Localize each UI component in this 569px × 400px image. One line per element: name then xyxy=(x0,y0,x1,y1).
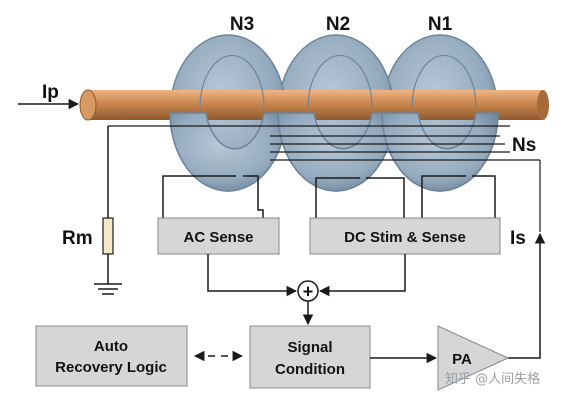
pa-amplifier: PA xyxy=(437,325,510,391)
signal-condition-label-line2: Condition xyxy=(275,361,345,378)
auto-recovery-label-line1: Auto xyxy=(94,338,128,355)
sense-windings xyxy=(162,175,496,218)
summing-symbol: + xyxy=(303,282,314,302)
signal-paths xyxy=(207,232,546,364)
watermark: 知乎 @人间失格 xyxy=(445,371,540,387)
label-rm: Rm xyxy=(62,228,93,249)
label-ns: Ns xyxy=(512,135,536,156)
rm-resistor xyxy=(102,217,114,255)
label-n2: N2 xyxy=(326,14,350,35)
signal-condition-block: Signal Condition xyxy=(249,325,371,389)
primary-conductor xyxy=(79,89,549,121)
auto-recovery-block: Auto Recovery Logic xyxy=(35,325,188,387)
ac-sense-label: AC Sense xyxy=(183,229,253,246)
ac-sense-block: AC Sense xyxy=(157,217,280,255)
dc-stim-block: DC Stim & Sense xyxy=(309,217,501,255)
label-ip: Ip xyxy=(42,82,59,103)
pa-label: PA xyxy=(452,351,472,368)
summing-junction: + xyxy=(297,280,319,302)
label-is: Is xyxy=(510,228,526,249)
label-n3: N3 xyxy=(230,14,254,35)
ns-winding xyxy=(108,125,541,232)
ground-icon xyxy=(94,283,122,295)
signal-condition-label-line1: Signal xyxy=(287,339,332,356)
auto-recovery-label-line2: Recovery Logic xyxy=(55,359,167,376)
dc-stim-label: DC Stim & Sense xyxy=(344,229,466,246)
label-n1: N1 xyxy=(428,14,453,35)
